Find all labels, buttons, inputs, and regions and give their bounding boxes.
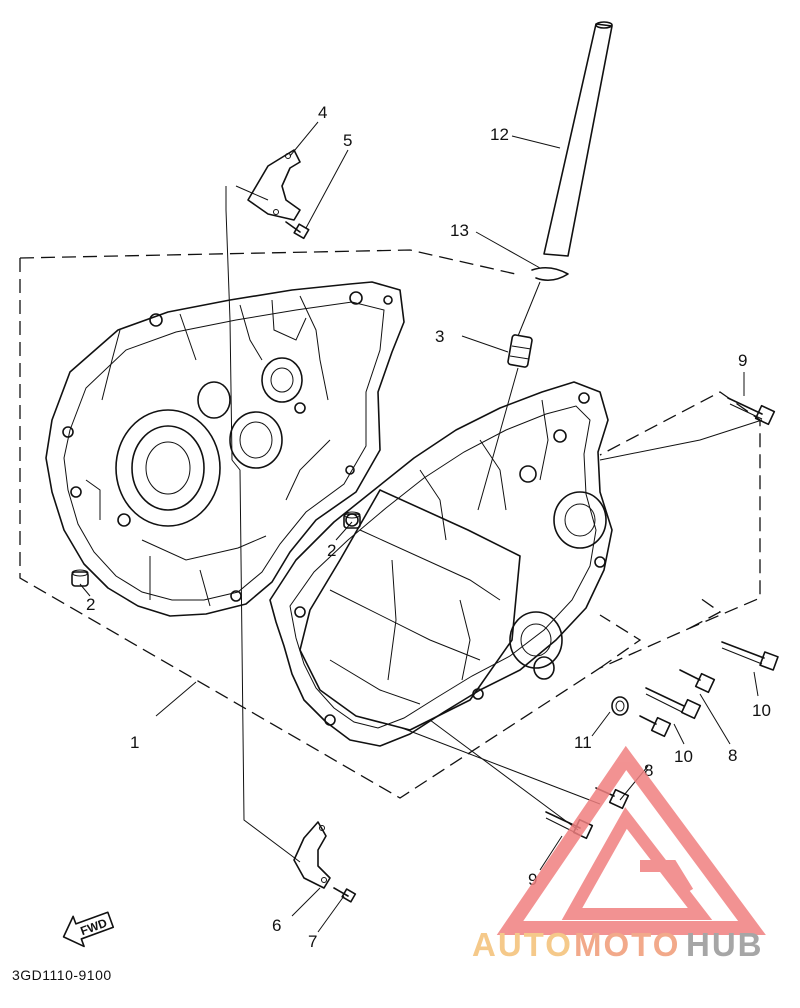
callout-2-left: 2 bbox=[86, 595, 95, 614]
callout-4: 4 bbox=[318, 103, 327, 122]
bolt-10-right bbox=[721, 641, 779, 671]
watermark-moto: MOTO bbox=[574, 926, 680, 963]
callout-9-lower: 9 bbox=[528, 870, 537, 889]
breather-hose bbox=[543, 21, 613, 257]
o-ring bbox=[611, 696, 629, 716]
callout-8-lower: 8 bbox=[644, 761, 653, 780]
dowel-pin-right bbox=[343, 511, 361, 529]
watermark-hub: HUB bbox=[686, 926, 764, 963]
callout-10-right: 10 bbox=[752, 701, 771, 720]
bolt-10-left bbox=[645, 687, 702, 720]
bolt-8-left bbox=[639, 715, 672, 738]
bolt-8-right bbox=[679, 669, 716, 694]
dowel-pin-left bbox=[71, 569, 89, 587]
hose-clip bbox=[531, 266, 569, 282]
watermark-auto: AUTO bbox=[472, 926, 573, 963]
screw-upper bbox=[285, 221, 310, 240]
callout-6: 6 bbox=[272, 916, 281, 935]
callout-13: 13 bbox=[450, 221, 469, 240]
callout-2-right: 2 bbox=[327, 541, 336, 560]
callout-5: 5 bbox=[343, 131, 352, 150]
crankcase-left-half bbox=[45, 281, 405, 617]
callout-12: 12 bbox=[490, 125, 509, 144]
callout-9-upper: 9 bbox=[738, 351, 747, 370]
bearing-plate-upper bbox=[247, 149, 301, 221]
callout-8-right: 8 bbox=[728, 746, 737, 765]
callout-labels: 1 2 2 3 4 5 6 7 8 8 9 9 10 10 11 12 13 bbox=[86, 103, 771, 951]
diagram-part-code: 3GD1110-9100 bbox=[12, 967, 112, 983]
screw-lower bbox=[333, 887, 357, 903]
bearing-plate-lower bbox=[293, 821, 331, 889]
callout-10-left: 10 bbox=[674, 747, 693, 766]
callout-11: 11 bbox=[574, 733, 592, 752]
automotohub-watermark-text: AUTO MOTO HUB bbox=[472, 926, 764, 963]
callout-3: 3 bbox=[435, 327, 444, 346]
assembly-boundary bbox=[19, 249, 761, 799]
callout-1: 1 bbox=[130, 733, 139, 752]
callout-7: 7 bbox=[308, 932, 317, 951]
automotohub-triangle-logo bbox=[496, 745, 766, 935]
bolt-9-upper bbox=[727, 397, 776, 426]
fwd-arrow-icon: FWD bbox=[62, 911, 115, 948]
hose-joint bbox=[507, 334, 533, 368]
crankcase-right-half bbox=[269, 381, 613, 747]
